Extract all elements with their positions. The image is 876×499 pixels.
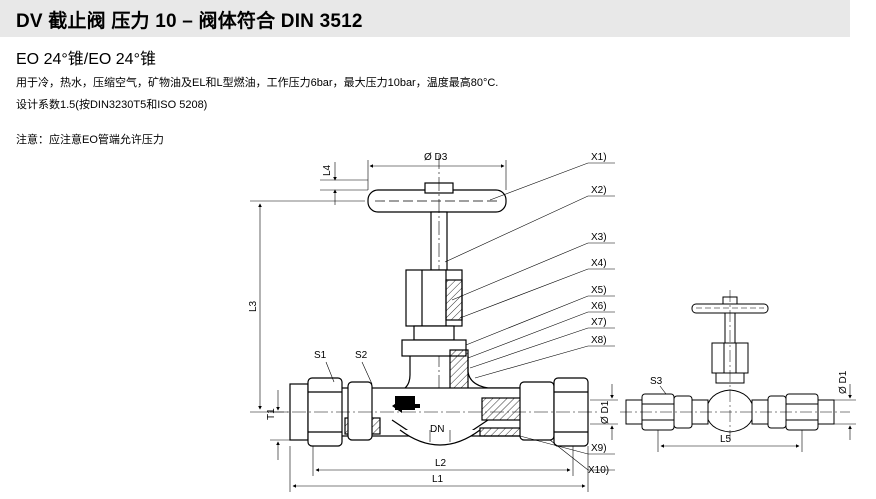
callout-x3: X3) [591, 232, 607, 243]
dim-l4-label: L4 [322, 164, 333, 176]
dim-l3-label: L3 [248, 300, 259, 312]
page-title: DV 截止阀 压力 10 – 阀体符合 DIN 3512 [16, 11, 363, 32]
dim-t1-label: T1 [266, 408, 277, 420]
dim-d1-side-label: Ø D1 [838, 370, 849, 394]
main-valve-drawing [270, 155, 600, 447]
dim-l1-label: L1 [432, 474, 444, 485]
main-dimensions [250, 160, 618, 492]
callout-x4: X4) [591, 258, 607, 269]
page-subtitle: EO 24°锥/EO 24°锥 [16, 51, 156, 68]
side-view-drawing [620, 290, 850, 440]
dim-s3-label: S3 [650, 376, 663, 387]
side-view-labels: S3 L5 Ø D1 [650, 370, 849, 445]
callout-x1: X1) [591, 152, 607, 163]
callout-x8: X8) [591, 335, 607, 346]
callout-x2: X2) [591, 185, 607, 196]
note-line: 注意：应注意EO管端允许压力 [16, 134, 164, 146]
dim-dn-label: DN [430, 424, 444, 435]
callout-x6: X6) [591, 301, 607, 312]
dim-l5-label: L5 [720, 434, 732, 445]
valve-neck [380, 339, 520, 393]
callout-labels: X1) X2) X3) X4) X5) X6) X7) X8) X9) X10) [588, 152, 609, 476]
dim-s2-label: S2 [355, 350, 368, 361]
right-fitting [519, 377, 589, 447]
left-fitting [289, 377, 373, 447]
callout-x7: X7) [591, 317, 607, 328]
callout-x9: X9) [591, 443, 607, 454]
dim-d1-label: Ø D1 [600, 400, 611, 424]
side-view-dimensions [657, 384, 856, 452]
dim-l2-label: L2 [435, 458, 447, 469]
callout-x10: X10) [588, 465, 609, 476]
callout-x5: X5) [591, 285, 607, 296]
callout-leaders [444, 162, 615, 471]
description-line-1: 用于冷，热水，压缩空气，矿物油及EL和L型燃油，工作压力6bar，最大压力10b… [16, 77, 499, 89]
handwheel [367, 182, 507, 213]
bonnet-nut [405, 269, 463, 341]
description-line-2: 设计系数1.5(按DIN3230T5和ISO 5208) [16, 99, 208, 111]
valve-body [339, 387, 541, 446]
dim-s1-label: S1 [314, 350, 327, 361]
dimension-labels: Ø D3 L4 L3 T1 L2 L1 DN Ø D1 S1 S2 [248, 152, 611, 485]
flow-arrow-icon [392, 399, 420, 413]
dim-d3-label: Ø D3 [424, 152, 448, 163]
header-bar [0, 0, 850, 37]
